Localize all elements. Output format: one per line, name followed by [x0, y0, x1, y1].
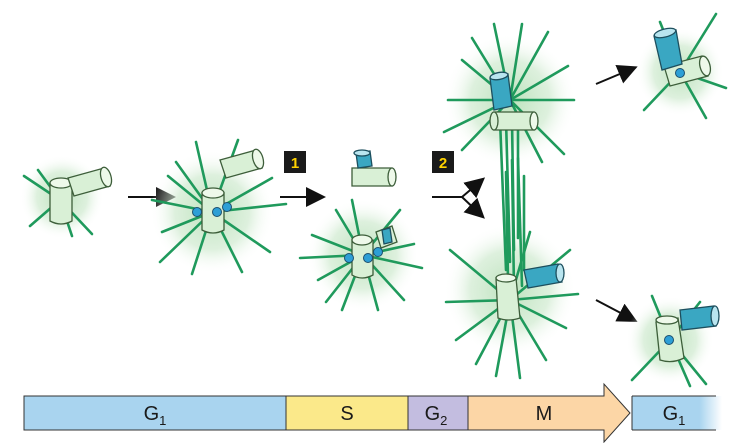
phase-g1: G1	[23, 395, 287, 431]
procentriole-seed	[222, 202, 232, 212]
phase-m: M	[467, 382, 631, 443]
mitotic-spindle	[442, 22, 580, 380]
phase-g1-next-block	[632, 396, 722, 430]
phase-s: S	[285, 395, 409, 431]
svg-text:M: M	[536, 403, 553, 425]
centrosome-disengaged	[150, 138, 288, 276]
phase-g1-block	[23, 395, 287, 431]
phase-g2-block	[407, 395, 469, 431]
daughter-centriole	[219, 148, 265, 179]
centrosome-g1-start	[20, 155, 113, 239]
spindle-pole-top	[489, 71, 539, 131]
procentriole-seed	[344, 253, 354, 263]
procentriole-seed	[212, 207, 222, 217]
daughter-centriole	[375, 225, 398, 249]
procentriole-seed	[373, 247, 383, 257]
spindle-pole-bottom	[495, 263, 565, 321]
phase-s-block	[285, 395, 409, 431]
svg-text:G1: G1	[663, 403, 686, 428]
cell-cycle-bar: G1 S G2 M G1	[23, 382, 722, 443]
procentriole-seed	[675, 68, 685, 78]
procentriole-seed	[664, 335, 674, 345]
daughter-centriole	[653, 27, 683, 71]
centrosome-daughter-top	[636, 12, 728, 120]
phase-g1-next: G1	[631, 395, 722, 431]
arrow-d-to-e-top	[595, 64, 638, 85]
daughter-centriole	[67, 166, 113, 197]
phase-g2: G2	[407, 395, 469, 431]
svg-text:S: S	[340, 403, 353, 425]
centrosome-daughter-bottom	[626, 294, 720, 388]
svg-text:G2: G2	[425, 403, 448, 428]
centrosome-duplicating	[298, 149, 424, 312]
svg-text:2: 2	[439, 155, 447, 172]
procentriole-seed	[192, 207, 202, 217]
step-1-badge: 1	[284, 151, 306, 173]
daughter-centriole	[679, 305, 720, 331]
mother-centriole	[351, 234, 374, 279]
svg-text:1: 1	[291, 155, 299, 172]
step-2-badge: 2	[432, 151, 454, 173]
separated-pair-top	[351, 149, 397, 187]
arrow-d-to-e-bottom	[595, 299, 638, 322]
mother-centriole	[49, 177, 73, 225]
svg-text:G1: G1	[144, 403, 167, 428]
procentriole-seed	[363, 253, 373, 263]
forked-arrow	[432, 177, 486, 219]
phase-m-arrow	[467, 382, 631, 443]
